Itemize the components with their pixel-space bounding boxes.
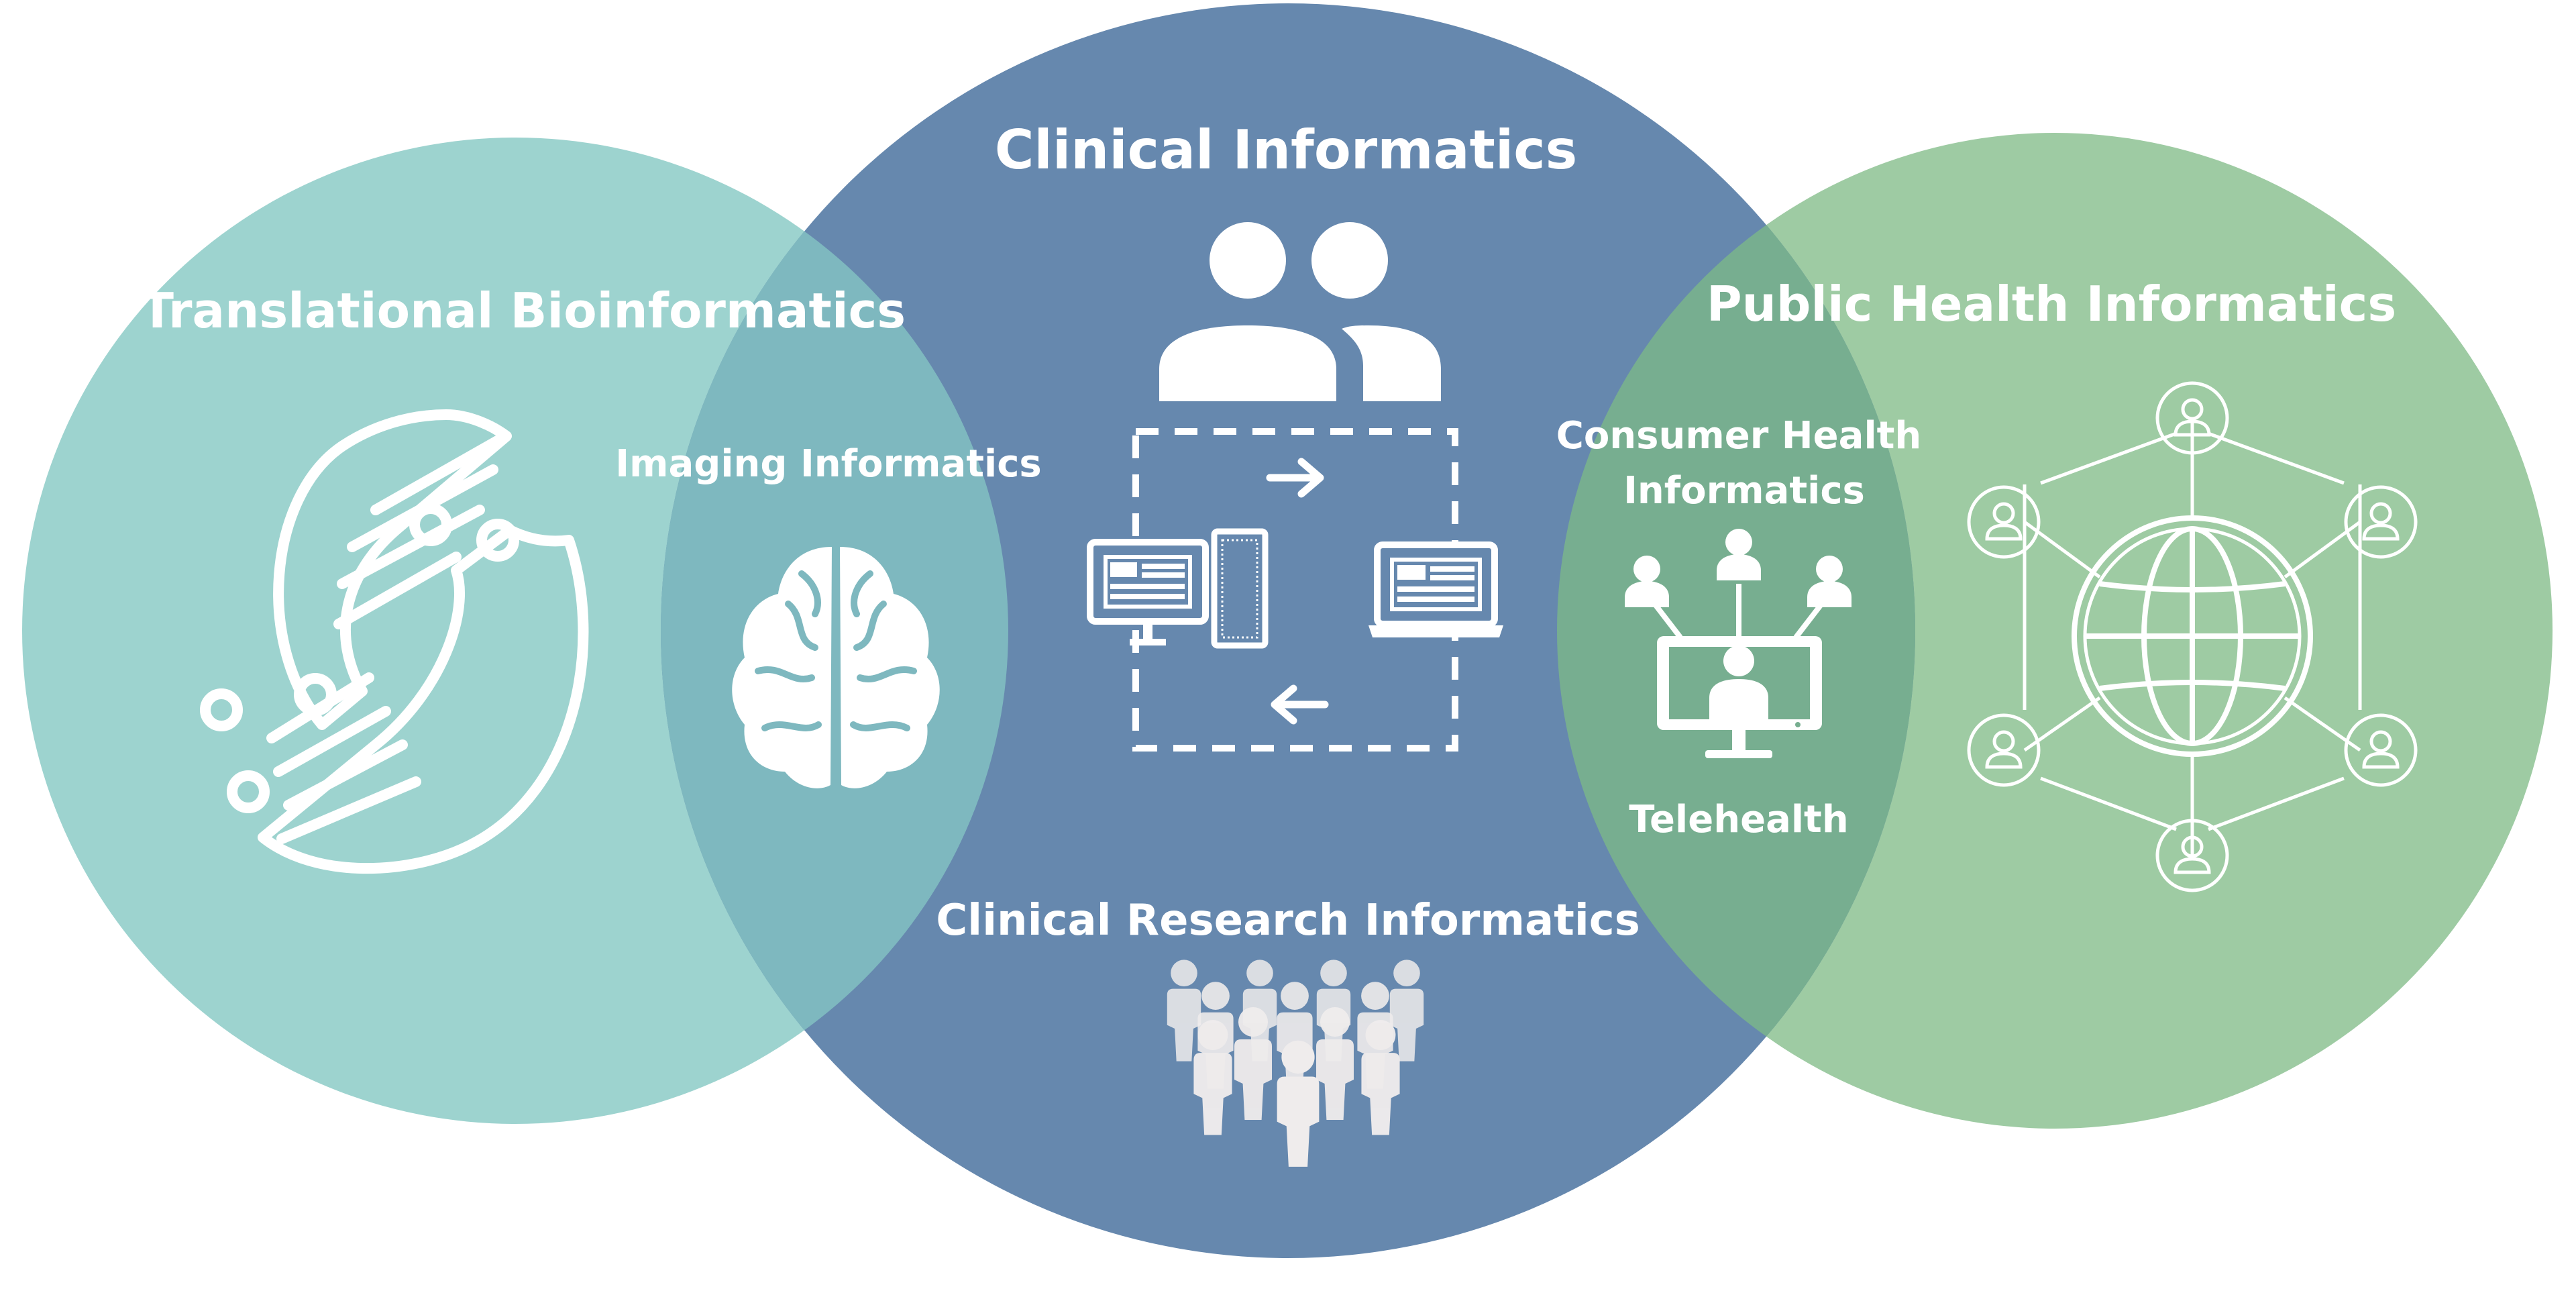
consumer-health-informatics-label-line1: Consumer Health (1556, 414, 1922, 458)
person-icon (1167, 960, 1201, 1062)
translational-bioinformatics-label: Translational Bioinformatics (141, 282, 906, 339)
user-node-icon (1967, 485, 2041, 559)
user-node-icon (1967, 713, 2041, 787)
telehealth-label: Telehealth (1629, 798, 1848, 841)
telehealth-monitor-icon (1625, 529, 1851, 758)
user-node-icon (2155, 819, 2229, 892)
brain-icon (732, 547, 940, 788)
person-icon (1316, 1007, 1354, 1120)
crowd-icon (1167, 960, 1424, 1167)
clinical-informatics-circle (661, 3, 1915, 1258)
clinicians-data-exchange-icon (1087, 222, 1503, 752)
user-node-icon (2155, 381, 2229, 455)
user-node-icon (2344, 713, 2418, 787)
consumer-health-informatics-label-line2: Informatics (1623, 469, 1865, 513)
dna-helix-icon (200, 409, 589, 874)
person-icon (1193, 1020, 1232, 1135)
person-icon (1277, 1040, 1320, 1167)
laptop-icon (1368, 541, 1503, 637)
imaging-informatics-label: Imaging Informatics (615, 442, 1042, 486)
desktop-computer-icon (1087, 528, 1269, 649)
clinical-informatics-label: Clinical Informatics (995, 119, 1578, 181)
clinical-research-informatics-label: Clinical Research Informatics (936, 896, 1640, 945)
user-node-icon (2344, 485, 2418, 559)
person-icon (1361, 1020, 1400, 1135)
imaging-informatics-overlap (661, 138, 1008, 1124)
user-icon (1625, 556, 1669, 607)
user-icon (1807, 556, 1851, 607)
person-icon (1234, 1007, 1272, 1120)
user-icon (1717, 529, 1761, 580)
public-health-informatics-label: Public Health Informatics (1707, 276, 2396, 332)
consumer-health-informatics-overlap (1557, 133, 1915, 1129)
person-icon (1389, 960, 1424, 1062)
globe-network-icon (1967, 381, 2418, 892)
